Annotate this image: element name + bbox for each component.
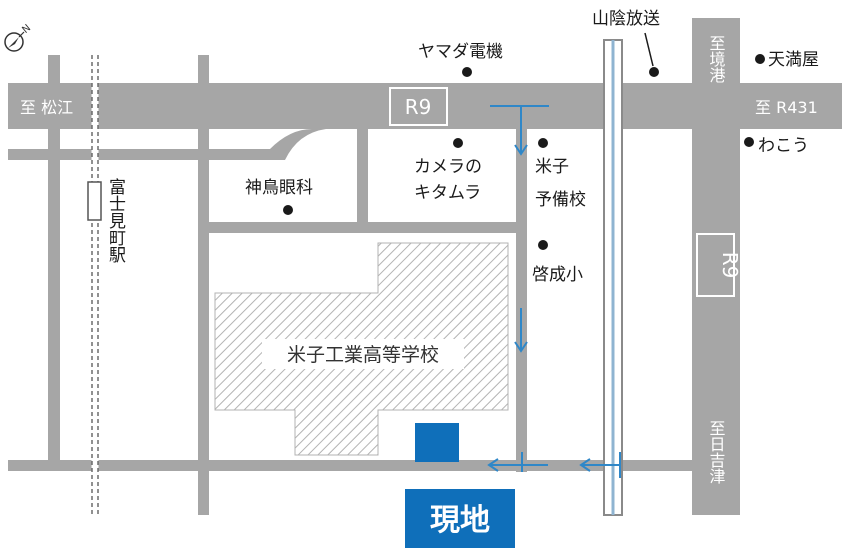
yonago-yobiko-label-2: 予備校	[535, 190, 586, 210]
route-arrows	[487, 105, 621, 478]
wakou-dot	[744, 137, 754, 147]
vertical-road-mid	[357, 129, 368, 229]
landmark-dots	[283, 54, 765, 250]
site-label-box	[405, 489, 515, 548]
yonago-yobiko-dot	[538, 138, 548, 148]
route-9-label-right: R9	[718, 252, 742, 279]
keisei-sho-dot	[538, 240, 548, 250]
camera-kitamura-label-1: カメラの	[414, 157, 482, 177]
railway	[87, 55, 102, 515]
sanin-hoso-dot	[649, 67, 659, 77]
station-side-road	[198, 55, 209, 515]
school-label: 米子工業高等学校	[287, 344, 439, 366]
route-9-sign-top	[389, 87, 448, 126]
school-label-bg	[262, 339, 464, 369]
to-hiezu-label: 至日吉津	[707, 420, 726, 484]
wakou-label: わこう	[758, 136, 809, 156]
camera-kitamura-label-2: キタムラ	[414, 183, 481, 203]
yamada-denki-dot	[462, 67, 472, 77]
site-label: 現地	[430, 503, 490, 538]
canal	[603, 39, 623, 516]
station-label: 富士見町駅	[105, 178, 126, 263]
north-arrow	[4, 31, 25, 52]
route-9-sign-right	[696, 233, 735, 297]
bottom-road	[8, 460, 692, 471]
route-9-label-top: R9	[405, 95, 432, 119]
tenmanya-label: 天満屋	[768, 50, 819, 70]
yamada-denki-label: ヤマダ電機	[418, 42, 503, 62]
station-marker	[87, 181, 102, 221]
to-r431-label: 至 R431	[755, 98, 818, 117]
site-square	[415, 423, 459, 462]
shinchou-ganka-label: 神鳥眼科	[245, 178, 313, 198]
camera-kitamura-dot	[453, 138, 463, 148]
sanin-hoso-leader	[644, 32, 654, 67]
to-sakaiminato-label: 至境港	[707, 35, 726, 83]
keisei-sho-label: 啓成小	[532, 265, 583, 285]
to-matsue-label: 至 松江	[20, 98, 73, 117]
left-vertical-road	[48, 55, 60, 470]
shinchou-ganka-dot	[283, 205, 293, 215]
tenmanya-dot	[755, 54, 765, 64]
curved-road	[8, 129, 326, 160]
school-east-road	[516, 129, 527, 472]
yonago-yobiko-label-1: 米子	[535, 157, 569, 177]
sanin-hoso-label: 山陰放送	[592, 9, 660, 29]
horizontal-road-mid	[209, 222, 527, 233]
